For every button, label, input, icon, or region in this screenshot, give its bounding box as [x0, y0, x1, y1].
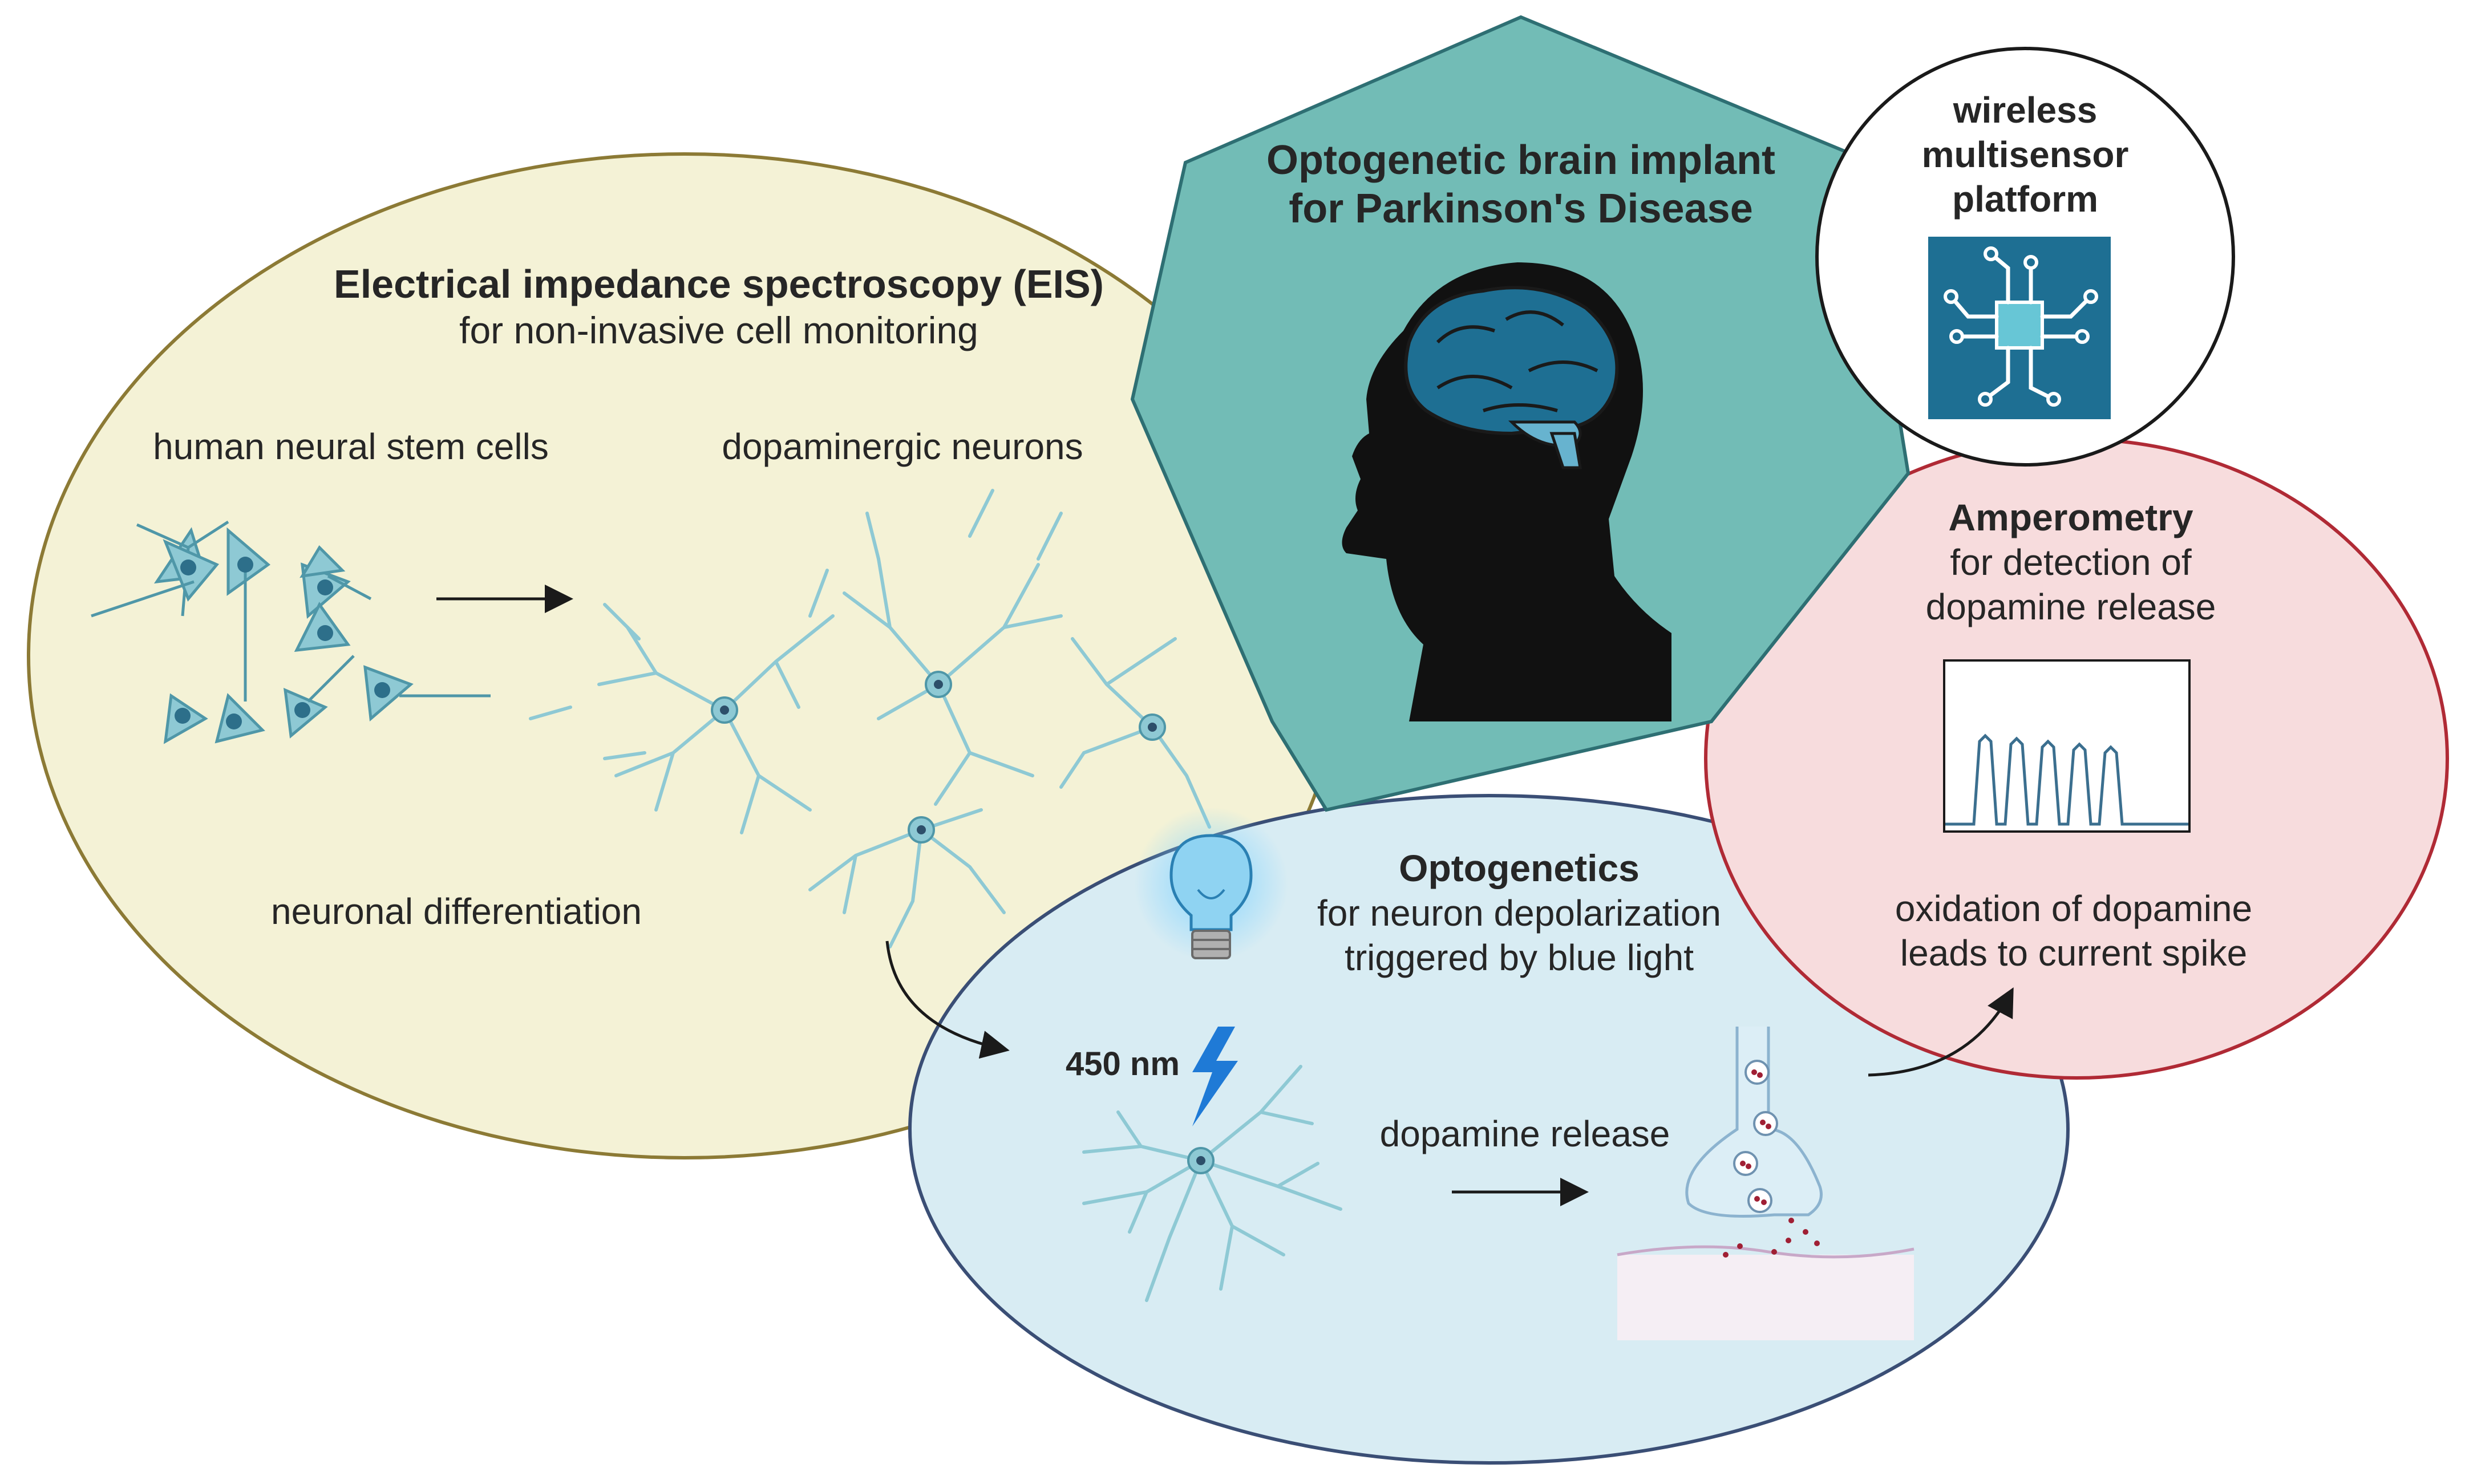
- chip-icon: [1928, 237, 2111, 419]
- implant-title-line2: for Parkinson's Disease: [1289, 186, 1752, 232]
- stem-cells-label: human neural stem cells: [153, 426, 549, 467]
- stem-cell-nuclei: [175, 557, 390, 729]
- amperometry-line2: dopamine release: [1926, 586, 2216, 627]
- optogenetics-line1: for neuron depolarization: [1317, 893, 1721, 934]
- lightning-icon: [1192, 1027, 1238, 1126]
- differentiation-label: neuronal differentiation: [271, 891, 642, 932]
- dopaminergic-neurons-illustration: [529, 489, 1211, 948]
- amperometry-caption2: leads to current spike: [1900, 932, 2247, 974]
- optogenetics-line2: triggered by blue light: [1345, 937, 1694, 978]
- eis-title: Electrical impedance spectroscopy (EIS): [334, 262, 1104, 306]
- neurons-label: dopaminergic neurons: [722, 426, 1083, 467]
- to-optogenetics-arrow: [885, 940, 1010, 1059]
- optogenetics-neuron-illustration: [1082, 1065, 1342, 1302]
- amperometry-title: Amperometry: [1948, 496, 2193, 538]
- wireless-line3: platform: [1952, 179, 2098, 220]
- brain-icon: [1404, 286, 1619, 469]
- amperometry-trace-plot: [1943, 659, 2191, 833]
- optogenetics-neuron-nucleus: [1196, 1156, 1205, 1165]
- wireless-line2: multisensor: [1922, 134, 2129, 175]
- wireless-line1: wireless: [1953, 90, 2098, 131]
- synaptic-vesicles: [1733, 1060, 1778, 1213]
- light-bulb-icon: [1134, 807, 1288, 961]
- implant-title-line1: Optogenetic brain implant: [1266, 137, 1775, 183]
- dopamine-release-label: dopamine release: [1380, 1113, 1670, 1154]
- eis-subtitle: for non-invasive cell monitoring: [459, 309, 978, 351]
- to-amperometry-arrow: [1868, 987, 2014, 1077]
- wavelength-label: 450 nm: [1066, 1045, 1180, 1082]
- dopamine-molecules: [1723, 1069, 1820, 1258]
- amperometry-caption1: oxidation of dopamine: [1895, 888, 2252, 929]
- neuron-nuclei: [720, 680, 1157, 834]
- optogenetics-title: Optogenetics: [1399, 847, 1640, 889]
- amperometry-line1: for detection of: [1950, 542, 2192, 583]
